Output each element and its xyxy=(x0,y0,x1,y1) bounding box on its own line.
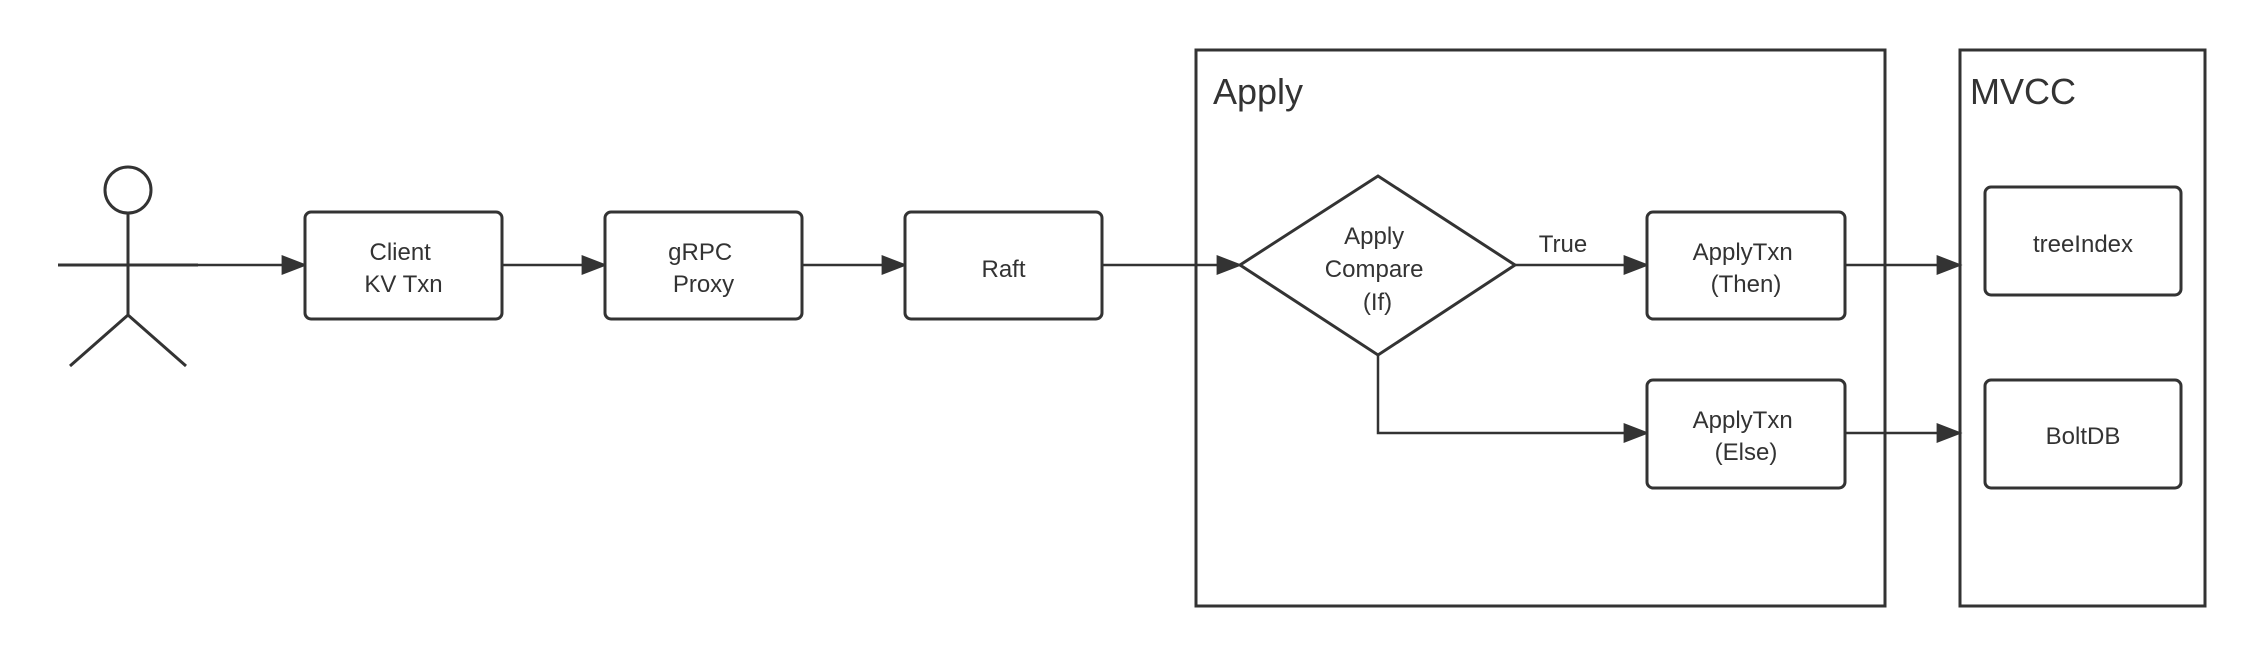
node-client-line-2: KV Txn xyxy=(364,271,442,298)
node-then-label: ApplyTxn (Then) xyxy=(1693,239,1800,298)
edge-compare-else xyxy=(1376,355,1650,443)
node-raft-label: Raft xyxy=(981,256,1025,283)
node-else-label: ApplyTxn (Else) xyxy=(1693,407,1800,466)
node-boltdb: BoltDB xyxy=(1983,378,2183,490)
node-compare-line-2: Compare xyxy=(1325,256,1424,283)
node-raft: Raft xyxy=(903,210,1104,321)
mvcc-container-title: MVCC xyxy=(1970,71,2076,112)
node-boltdb-label: BoltDB xyxy=(2046,423,2121,450)
node-compare-line-1: Apply xyxy=(1344,223,1404,250)
node-treeindex-line-1: treeIndex xyxy=(2033,231,2133,258)
edge-label-true: True xyxy=(1539,231,1587,258)
node-grpc-line-2: Proxy xyxy=(673,271,734,298)
node-treeindex-label: treeIndex xyxy=(2033,231,2133,258)
actor-icon xyxy=(58,165,198,368)
node-else-line-1: ApplyTxn xyxy=(1693,407,1793,434)
node-client-label: Client KV Txn xyxy=(364,239,442,298)
node-client-line-1: Client xyxy=(369,239,431,266)
apply-container: Apply xyxy=(1194,48,1887,608)
node-compare-line-3: (If) xyxy=(1363,289,1392,316)
edges: True xyxy=(198,231,1963,443)
node-then-line-2: (Then) xyxy=(1711,271,1782,298)
node-boltdb-line-1: BoltDB xyxy=(2046,423,2121,450)
node-else-line-2: (Else) xyxy=(1715,439,1778,466)
node-treeindex: treeIndex xyxy=(1983,185,2183,297)
node-compare-label: Apply Compare (If) xyxy=(1325,223,1430,316)
node-then-line-1: ApplyTxn xyxy=(1693,239,1793,266)
node-then: ApplyTxn (Then) xyxy=(1645,210,1847,321)
node-raft-line-1: Raft xyxy=(981,256,1025,283)
node-grpc-label: gRPC Proxy xyxy=(668,239,739,298)
node-compare: Apply Compare (If) xyxy=(1237,174,1518,357)
apply-container-title: Apply xyxy=(1213,71,1303,112)
node-else: ApplyTxn (Else) xyxy=(1645,378,1847,490)
mvcc-container: MVCC xyxy=(1958,48,2207,608)
node-grpc-line-1: gRPC xyxy=(668,239,732,266)
node-grpc: gRPC Proxy xyxy=(603,210,804,321)
node-client: Client KV Txn xyxy=(303,210,504,321)
